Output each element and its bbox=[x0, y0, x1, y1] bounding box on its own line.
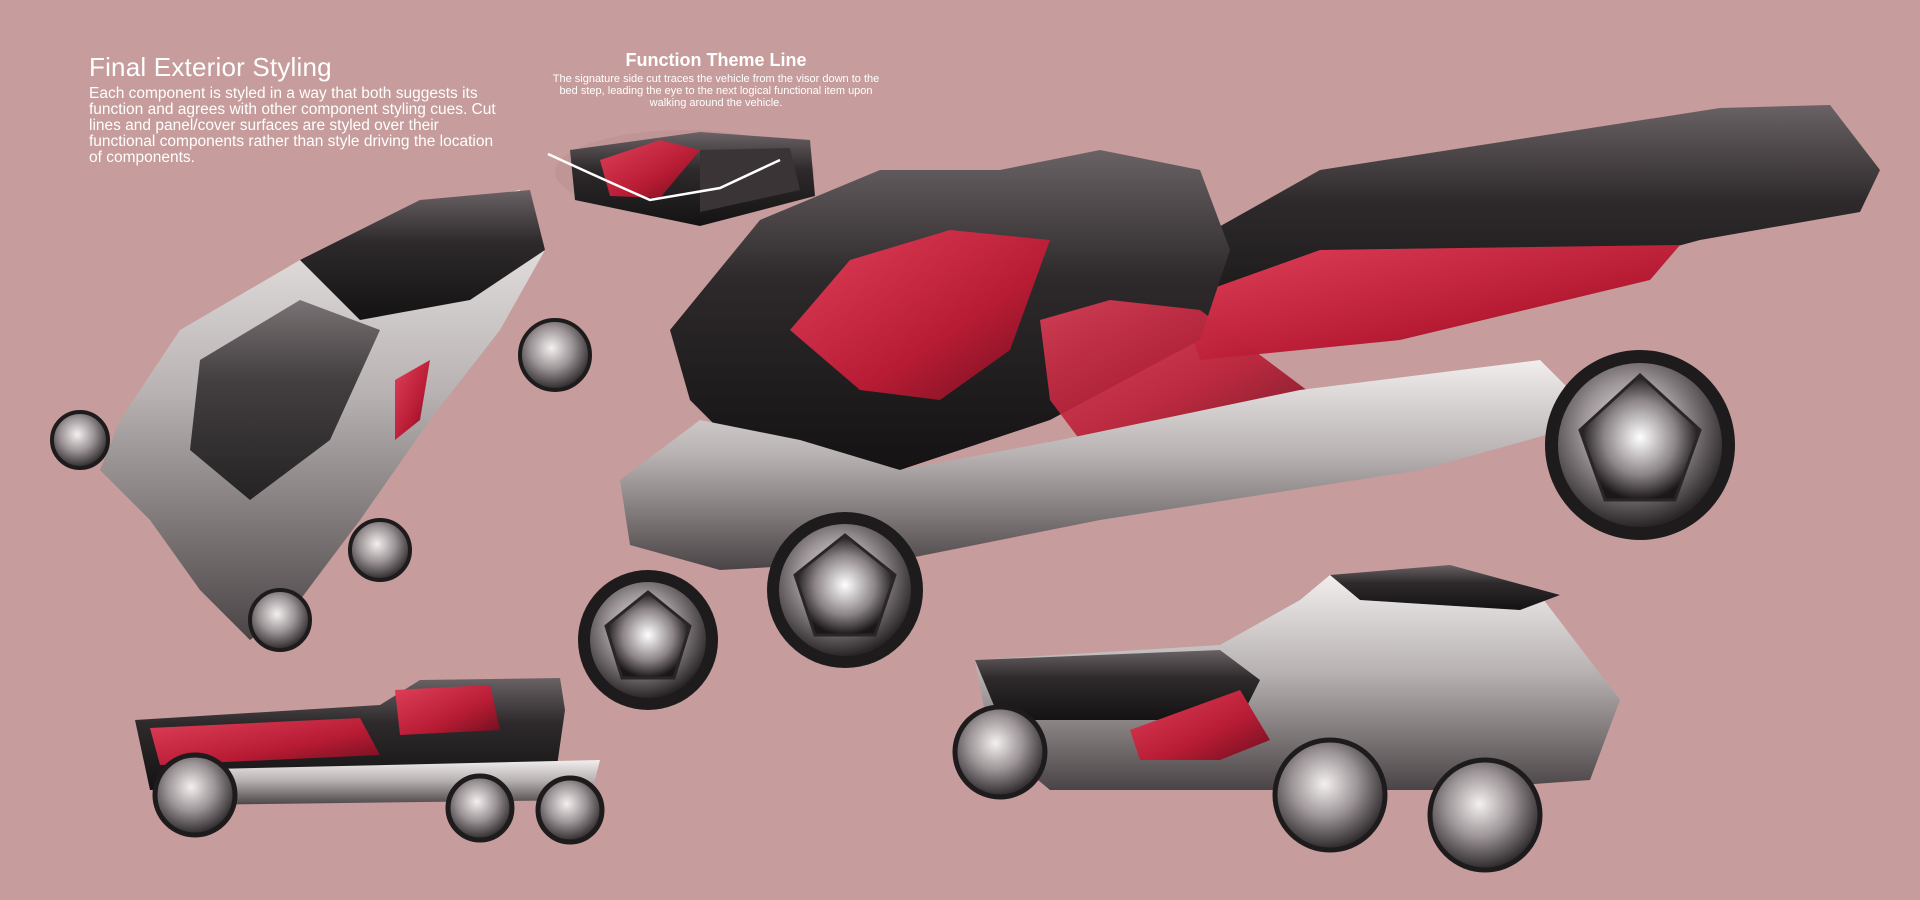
hero-wheel bbox=[1545, 350, 1735, 540]
theme-title: Function Theme Line bbox=[625, 50, 807, 70]
theme-text-block: Function Theme Line The signature side c… bbox=[548, 50, 884, 109]
hero-wheel bbox=[578, 570, 718, 710]
board-description: Each component is styled in a way that b… bbox=[89, 85, 496, 166]
board-title: Final Exterior Styling bbox=[89, 52, 332, 82]
styling-text-block: Final Exterior Styling Each component is… bbox=[89, 52, 509, 166]
side-view-sketch bbox=[135, 678, 605, 845]
rear-quarter-view-sketch bbox=[952, 565, 1620, 873]
top-view-sketch bbox=[50, 190, 592, 652]
hero-wheel bbox=[767, 512, 923, 668]
theme-line-detail-sketch bbox=[547, 130, 815, 226]
hero-vehicle-sketch bbox=[578, 105, 1880, 710]
theme-description: The signature side cut traces the vehicl… bbox=[552, 73, 880, 109]
